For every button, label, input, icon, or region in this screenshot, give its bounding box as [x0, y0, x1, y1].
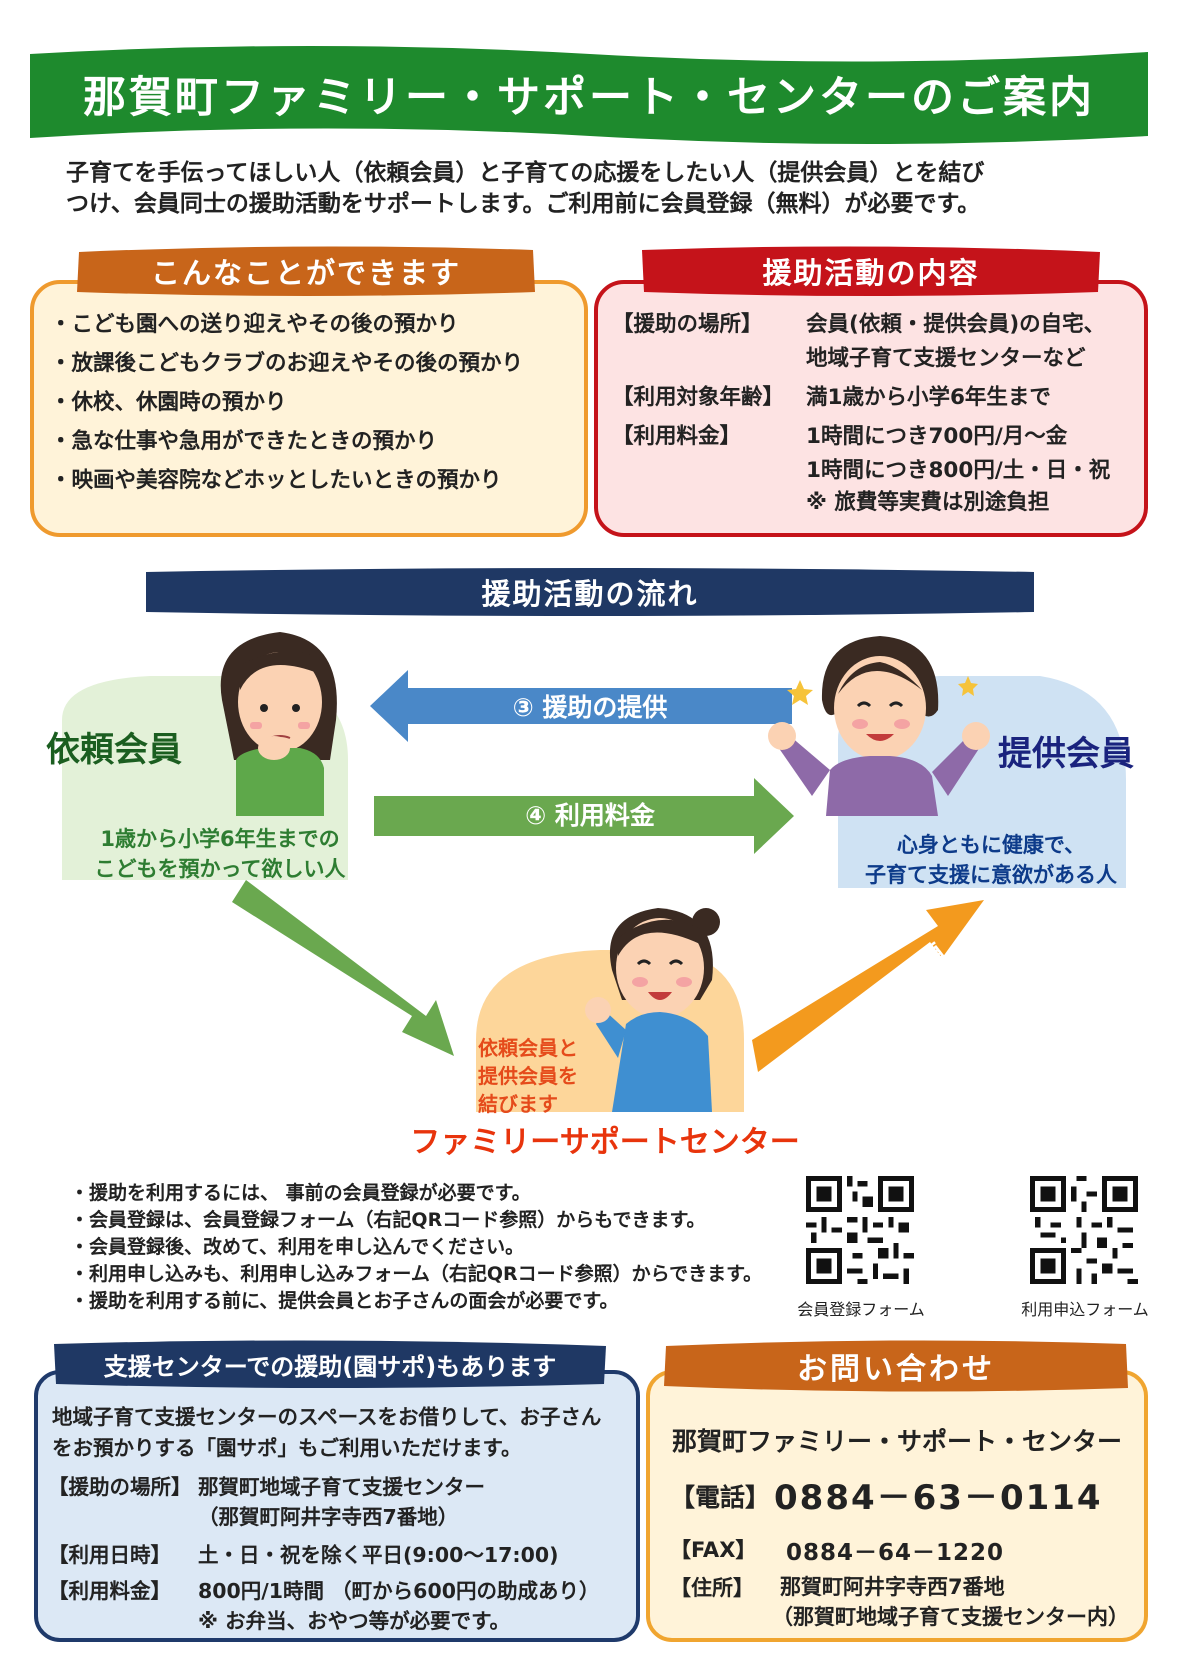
intro-text: 子育てを手伝ってほしい人（依頼会員）と子育ての応援をしたい人（提供会員）とを結び…: [66, 158, 1126, 220]
step4-label: ④ 利用料金: [525, 801, 655, 830]
arrow-2: [752, 900, 984, 1072]
support-fee-label: 【利用料金】: [48, 1579, 171, 1603]
flow-title-bar: [146, 568, 1034, 616]
contact-title: お問い合わせ: [797, 1352, 995, 1387]
title-banner: [30, 46, 1148, 144]
qr-label-registration: 会員登録フォーム: [797, 1300, 925, 1319]
provider-person-icon: [768, 636, 990, 816]
flow-title: 援助活動の流れ: [481, 577, 699, 611]
qr-code-icon[interactable]: [806, 1176, 914, 1284]
arrow-1: [232, 880, 454, 1056]
provider-desc: 心身ともに健康で、 子育て支援に意欲がある人: [846, 830, 1136, 890]
support-title-tab: [54, 1340, 606, 1388]
tel-label: 【電話】: [670, 1483, 771, 1512]
center-desc-line: 提供会員を: [478, 1064, 578, 1088]
support-title: 支援センターでの援助(園サポ)もあります: [103, 1352, 557, 1381]
support-box: [34, 1370, 640, 1642]
support-place-label: 【援助の場所】: [48, 1475, 192, 1499]
notes-list: ・援助を利用するには、 事前の会員登録が必要です。 ・会員登録は、会員登録フォー…: [70, 1180, 790, 1315]
requester-desc-line: こどもを預かって欲しい人: [94, 857, 346, 881]
cando-list: ・こども園への送り迎えやその後の預かり ・放課後こどもクラブのお迎えやその後の預…: [50, 305, 580, 500]
place-label: 【援助の場所】: [612, 312, 763, 337]
support-fee-value: 800円/1時間 （町から600円の助成あり）: [198, 1579, 600, 1603]
qr-code-icon[interactable]: [1030, 1176, 1138, 1284]
content-box: [594, 280, 1148, 537]
support-date-value: 土・日・祝を除く平日(9:00～17:00): [198, 1543, 559, 1567]
center-desc-line: 結びます: [478, 1092, 558, 1116]
contact-box: [646, 1370, 1148, 1642]
place-value: 地域子育て支援センターなど: [806, 346, 1086, 371]
provider-name: 提供会員: [998, 734, 1134, 774]
contact-name: 那賀町ファミリー・サポート・センター: [672, 1427, 1123, 1456]
fax-label: 【FAX】: [670, 1538, 757, 1562]
address-note: （那賀町地域子育て支援センター内）: [772, 1605, 1129, 1629]
requester-desc-line: 1歳から小学6年生までの: [100, 827, 340, 851]
arrow-3: [370, 670, 792, 742]
cando-title: こんなことができます: [150, 256, 461, 290]
age-value: 満1歳から小学6年生まで: [806, 385, 1051, 410]
note-item: ・利用申し込みも、利用申し込みフォーム（右記QRコード参照）からできます。: [70, 1263, 763, 1285]
requester-desc: 1歳から小学6年生までの こどもを預かって欲しい人: [70, 824, 370, 884]
intro-line: つけ、会員同士の援助活動をサポートします。ご利用前に会員登録（無料）が必要です。: [66, 191, 981, 217]
list-item: ・急な仕事や急用ができたときの預かり: [50, 429, 438, 454]
address-value: 那賀町阿井字寺西7番地: [780, 1575, 1005, 1599]
fee-note: ※ 旅費等実費は別途負担: [806, 490, 1050, 515]
fax-number: 0884－64－1220: [786, 1540, 1005, 1566]
list-item: ・放課後こどもクラブのお迎えやその後の預かり: [50, 351, 524, 376]
page-title: 那賀町ファミリー・サポート・センターのご案内: [83, 73, 1095, 123]
support-place-value: 那賀町地域子育て支援センター: [198, 1475, 485, 1499]
center-desc-line: 依頼会員と: [478, 1036, 578, 1060]
center-desc: 依頼会員と 提供会員を 結びます: [478, 1034, 618, 1118]
intro-line: 子育てを手伝ってほしい人（依頼会員）と子育ての応援をしたい人（提供会員）とを結び: [66, 160, 985, 186]
age-label: 【利用対象年齢】: [612, 385, 785, 410]
note-item: ・援助を利用するには、 事前の会員登録が必要です。: [70, 1182, 531, 1204]
step3-label: ③ 援助の提供: [512, 693, 668, 722]
cando-box: [30, 280, 588, 537]
note-item: ・援助を利用する前に、提供会員とお子さんの面会が必要です。: [70, 1290, 619, 1312]
list-item: ・映画や美容院などホッとしたいときの預かり: [50, 468, 502, 493]
place-value: 会員(依頼・提供会員)の自宅、: [806, 312, 1106, 337]
fee-value: 1時間につき800円/土・日・祝: [806, 458, 1111, 483]
support-place-value: （那賀町阿井字寺西7番地）: [198, 1505, 459, 1529]
support-intro-line: をお預かりする「園サポ」もご利用いただけます。: [52, 1436, 522, 1460]
fee-label: 【利用料金】: [612, 424, 742, 449]
provider-desc-line: 子育て支援に意欲がある人: [865, 863, 1117, 887]
center-name: ファミリーサポートセンター: [410, 1125, 800, 1160]
provider-desc-line: 心身ともに健康で、: [896, 833, 1086, 857]
content-title: 援助活動の内容: [762, 256, 980, 290]
fee-value: 1時間につき700円/月～金: [806, 424, 1068, 449]
tel-number[interactable]: 0884－63－0114: [774, 1478, 1103, 1518]
flow-diagram: [62, 632, 1126, 1112]
contact-title-tab: [664, 1340, 1128, 1392]
list-item: ・こども園への送り迎えやその後の預かり: [50, 312, 459, 337]
support-date-label: 【利用日時】: [48, 1543, 171, 1567]
support-fee-note: ※ お弁当、おやつ等が必要です。: [198, 1609, 511, 1633]
note-item: ・会員登録は、会員登録フォーム（右記QRコード参照）からもできます。: [70, 1209, 706, 1231]
content-title-tab: [642, 246, 1100, 296]
note-item: ・会員登録後、改めて、利用を申し込んでください。: [70, 1236, 525, 1258]
cando-title-tab: [77, 246, 535, 296]
requester-person-icon: [220, 632, 337, 816]
qr-label-application: 利用申込フォーム: [1021, 1300, 1149, 1319]
requester-name: 依頼会員: [46, 730, 182, 770]
address-label: 【住所】: [670, 1576, 754, 1600]
support-intro: 地域子育て支援センターのスペースをお借りして、お子さん をお預かりする「園サポ」…: [52, 1402, 632, 1464]
support-intro-line: 地域子育て支援センターのスペースをお借りして、お子さん: [52, 1405, 602, 1429]
arrow-4: [374, 778, 794, 854]
staff-person-icon: [585, 908, 720, 1112]
list-item: ・休校、休園時の預かり: [50, 390, 287, 415]
